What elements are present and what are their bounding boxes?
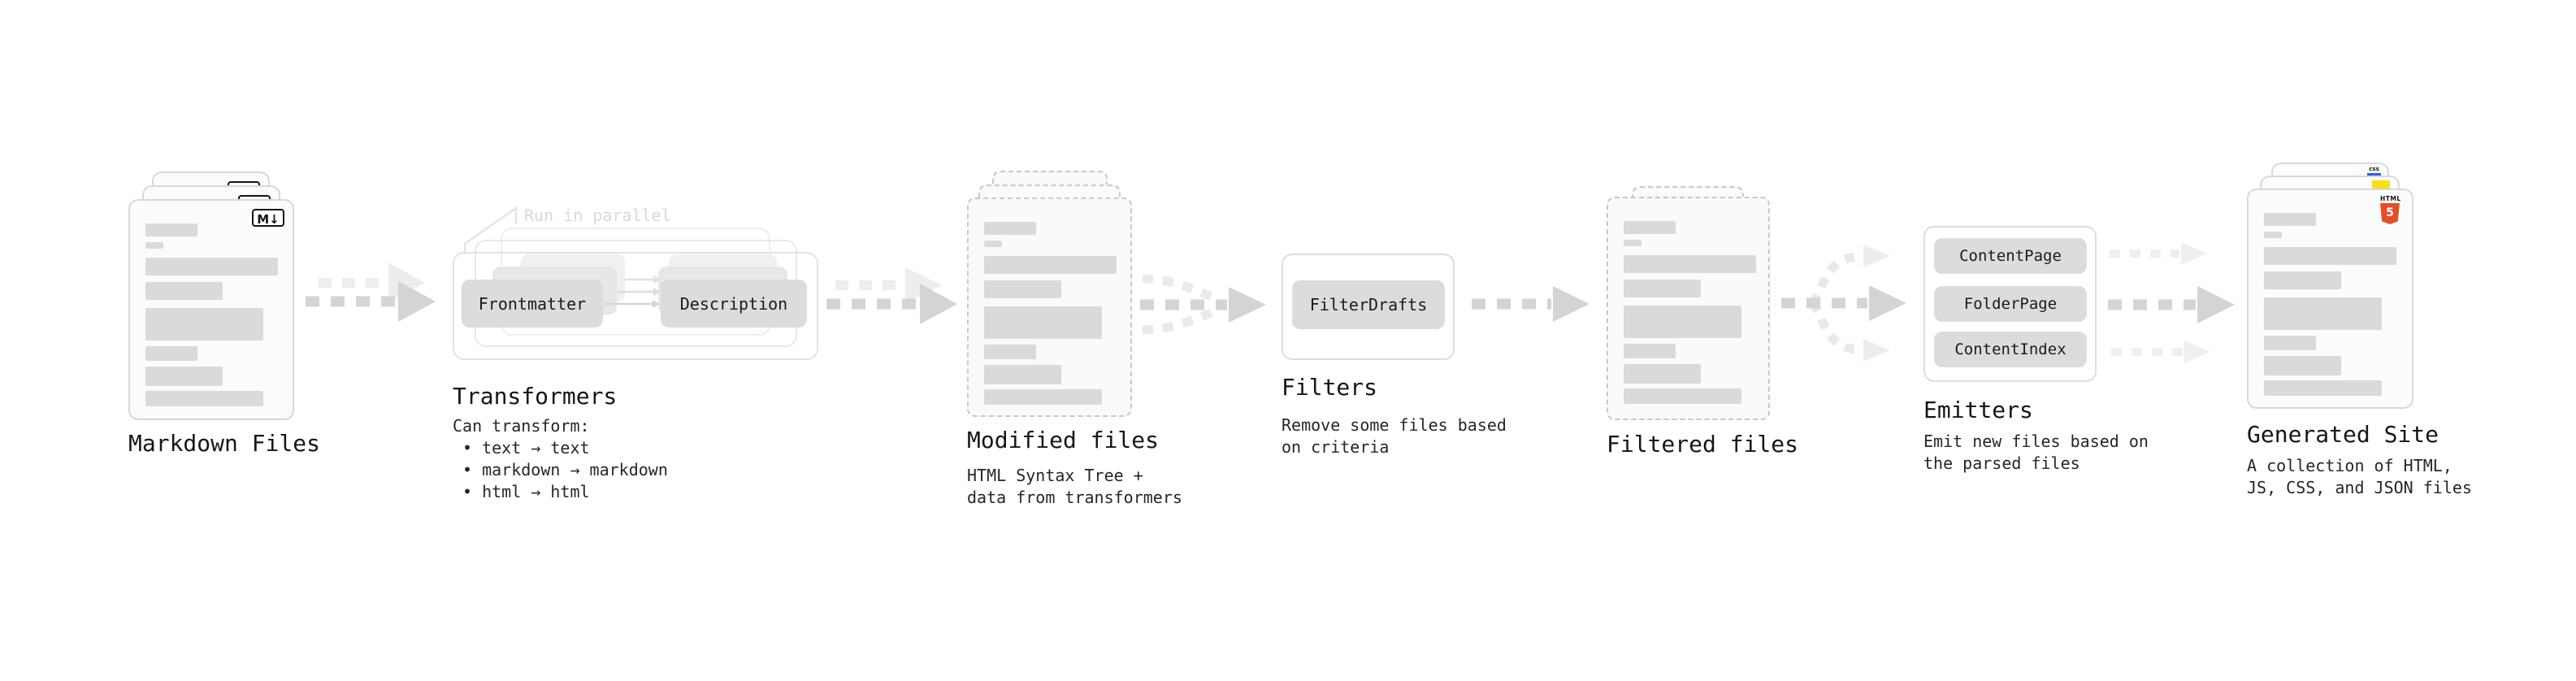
content-bar (1624, 364, 1701, 384)
content-bar (984, 365, 1061, 384)
stage-title-transformers: Transformers (453, 383, 618, 410)
content-bar (145, 242, 163, 249)
emitters-desc: Emit new files based on the parsed files (1923, 432, 2149, 473)
transform-flow-arrows (605, 275, 661, 308)
html5-icon-label: HTML (2380, 195, 2401, 202)
modified-file-card-front (967, 197, 1132, 417)
content-bar (1624, 344, 1676, 358)
filtered-file-card-front (1607, 197, 1770, 420)
filterdrafts-button: FilterDrafts (1292, 280, 1445, 329)
content-bar (1624, 388, 1741, 404)
doc-content-placeholder (1624, 221, 1756, 404)
content-bar (145, 391, 263, 406)
arrow-filters-to-filtered (1472, 286, 1589, 322)
css-file-icon: css (2367, 167, 2381, 176)
description-button: Description (661, 280, 807, 327)
stage-title-markdown-files: Markdown Files (128, 430, 321, 457)
transformers-desc-heading: Can transform: (453, 416, 590, 436)
arrow-modified-to-filters-merge (1140, 274, 1266, 335)
content-bar (984, 306, 1102, 339)
content-bar (2264, 380, 2382, 396)
folderpage-button: FolderPage (1934, 286, 2087, 322)
content-bar (145, 282, 223, 300)
css-icon-bar (2367, 173, 2381, 176)
content-bar (2264, 297, 2382, 330)
content-bar (984, 222, 1036, 235)
content-bar (145, 258, 278, 275)
content-bar (1624, 255, 1756, 273)
arrow-markdown-to-transformers (306, 262, 436, 322)
html5-file-icon: HTML 5 (2380, 196, 2400, 224)
transformer-frame-front (453, 252, 818, 360)
css-icon-label: css (2369, 166, 2379, 172)
doc-content-placeholder (2264, 213, 2396, 396)
content-bar (984, 241, 1002, 247)
callout-leader-line (463, 206, 518, 254)
content-bar (145, 346, 197, 361)
arrow-emitters-to-site (2108, 242, 2235, 363)
content-bar (145, 308, 263, 340)
bullet-item: • text → text (462, 438, 590, 458)
stage-title-emitters: Emitters (1923, 397, 2033, 423)
contentindex-button: ContentIndex (1934, 332, 2087, 367)
markdown-icon: M↓ (252, 209, 284, 227)
content-bar (2264, 247, 2396, 265)
content-bar (1624, 240, 1641, 246)
stage-title-modified-files: Modified files (967, 427, 1160, 453)
doc-content-placeholder (145, 223, 278, 406)
content-bar (145, 223, 197, 236)
html5-icon-shield: 5 (2380, 203, 2400, 224)
content-bar (2264, 336, 2316, 350)
arrow-filtered-to-emitters-fanout (1781, 245, 1906, 362)
content-bar (984, 256, 1117, 274)
content-bar (2264, 213, 2316, 226)
content-bar (2264, 271, 2341, 289)
filters-desc: Remove some files based on criteria (1281, 415, 1507, 457)
content-bar (2264, 356, 2341, 375)
site-file-card-front: HTML 5 (2247, 189, 2413, 409)
frontmatter-button: Frontmatter (462, 280, 603, 327)
transformers-bullet-list: • text → text • markdown → markdown • ht… (462, 437, 668, 503)
stage-title-filtered-files: Filtered files (1607, 431, 1799, 458)
content-bar (984, 280, 1061, 298)
stage-title-filters: Filters (1281, 374, 1378, 401)
content-bar (2264, 232, 2282, 238)
doc-content-placeholder (984, 222, 1117, 405)
content-bar (1624, 280, 1701, 297)
arrow-transformers-to-modified (826, 267, 957, 324)
contentpage-button: ContentPage (1934, 238, 2087, 274)
content-bar (1624, 221, 1676, 234)
content-bar (984, 345, 1036, 359)
markdown-file-card-front: M↓ (128, 199, 294, 420)
content-bar (1624, 306, 1741, 338)
bullet-item: • html → html (462, 482, 590, 501)
modified-files-desc: HTML Syntax Tree + data from transformer… (967, 466, 1182, 507)
content-bar (145, 367, 223, 386)
generated-site-desc: A collection of HTML, JS, CSS, and JSON … (2247, 456, 2472, 497)
run-in-parallel-label: Run in parallel (524, 206, 671, 225)
content-bar (984, 389, 1102, 405)
stage-title-generated-site: Generated Site (2247, 421, 2439, 448)
bullet-item: • markdown → markdown (462, 460, 668, 479)
